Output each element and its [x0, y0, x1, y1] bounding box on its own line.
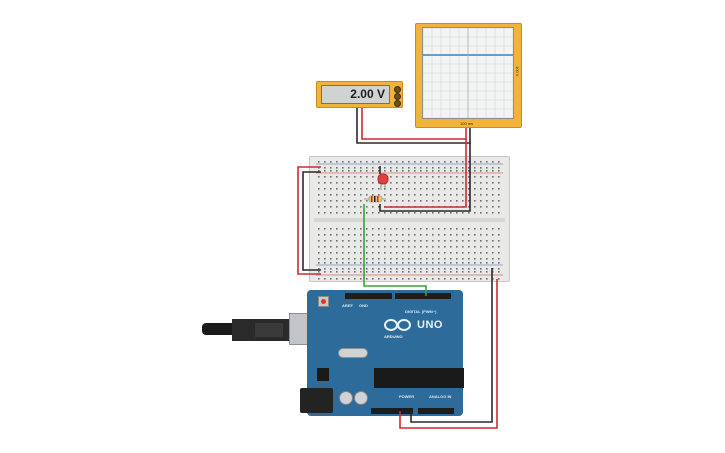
multimeter-display: 2.00 V	[321, 85, 390, 104]
wire-black	[410, 268, 493, 423]
gnd-label: GND	[359, 303, 368, 308]
wire-black	[302, 171, 321, 271]
aref-label: AREF	[342, 303, 353, 308]
wire-red	[384, 139, 467, 208]
breadboard-holes	[314, 161, 505, 280]
reset-button-cap[interactable]	[321, 299, 326, 304]
crystal-oscillator	[338, 348, 368, 358]
multimeter[interactable]: 2.00 V	[316, 81, 403, 108]
wire-red	[361, 108, 467, 140]
arduino-logo-text: ARDUINO	[384, 334, 403, 339]
resistor	[364, 195, 386, 203]
wire-red	[399, 279, 498, 429]
breadboard[interactable]	[309, 156, 510, 282]
multimeter-mode-knob[interactable]	[394, 86, 401, 93]
wire-black	[379, 143, 471, 212]
power-header	[371, 408, 413, 414]
power-label: POWER	[399, 394, 415, 399]
oscilloscope-screen	[422, 27, 514, 119]
uno-logo-text: UNO	[417, 319, 443, 331]
capacitor	[339, 391, 353, 405]
oscilloscope-grid	[423, 28, 513, 118]
wire-green	[363, 204, 427, 296]
voltage-regulator	[317, 368, 329, 381]
red-led	[377, 173, 389, 190]
power-jack	[300, 388, 333, 413]
digital-label: DIGITAL (PWM~)	[405, 309, 437, 314]
wire-black	[356, 108, 471, 144]
oscilloscope-time-label: 100 ms	[460, 121, 474, 126]
multimeter-mode-knob[interactable]	[394, 100, 401, 107]
digital-header-right	[395, 293, 451, 299]
analog-label: ANALOG IN	[429, 394, 452, 399]
oscilloscope-volts-label: 100 V	[515, 66, 520, 77]
wire-red	[297, 166, 321, 275]
multimeter-mode-knob[interactable]	[394, 93, 401, 100]
digital-header-left	[345, 293, 392, 299]
capacitor	[354, 391, 368, 405]
arduino-infinity-logo	[384, 319, 411, 331]
atmega-chip	[374, 368, 464, 388]
arduino-uno-board[interactable]: DIGITAL (PWM~) AREF GND UNO ARDUINO POWE…	[307, 290, 463, 416]
oscilloscope[interactable]: 100 V 100 ms	[415, 23, 522, 128]
reset-button[interactable]	[318, 296, 329, 307]
analog-header	[418, 408, 454, 414]
